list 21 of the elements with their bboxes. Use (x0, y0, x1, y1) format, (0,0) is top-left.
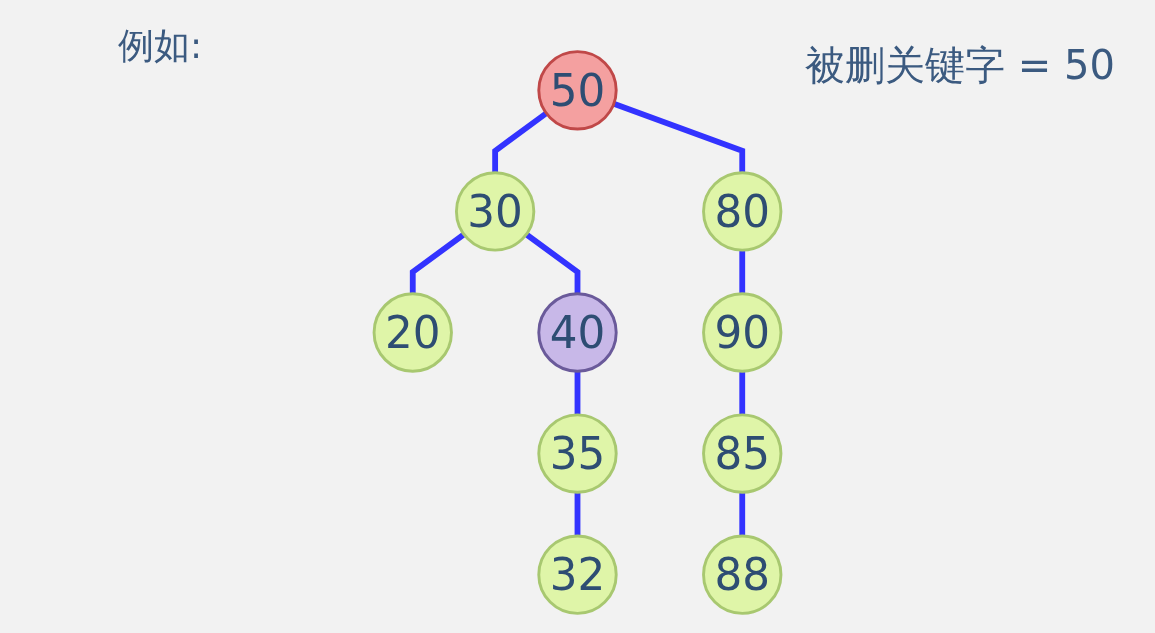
connector (612, 100, 746, 173)
node-circle: 90 (702, 292, 783, 373)
node-circle: 88 (702, 534, 783, 615)
node-circle: 20 (372, 292, 453, 373)
connector (739, 371, 746, 415)
deleted-key-note: 被删关键字 = 50 (805, 41, 1115, 90)
node-circle: 50 (537, 50, 618, 131)
node-circle: 32 (537, 534, 618, 615)
node-circle: 85 (702, 413, 783, 494)
connector (409, 232, 466, 294)
intro-label: 例如: (118, 24, 203, 68)
node-circle: 80 (702, 171, 783, 252)
connector (739, 250, 746, 294)
node-circle: 30 (454, 171, 536, 252)
connector (524, 232, 581, 294)
connector (574, 371, 581, 415)
connector (492, 110, 549, 173)
node-circle: 40 (537, 292, 618, 373)
node-circle: 35 (537, 413, 618, 494)
connector (574, 492, 581, 536)
connector (739, 492, 746, 536)
